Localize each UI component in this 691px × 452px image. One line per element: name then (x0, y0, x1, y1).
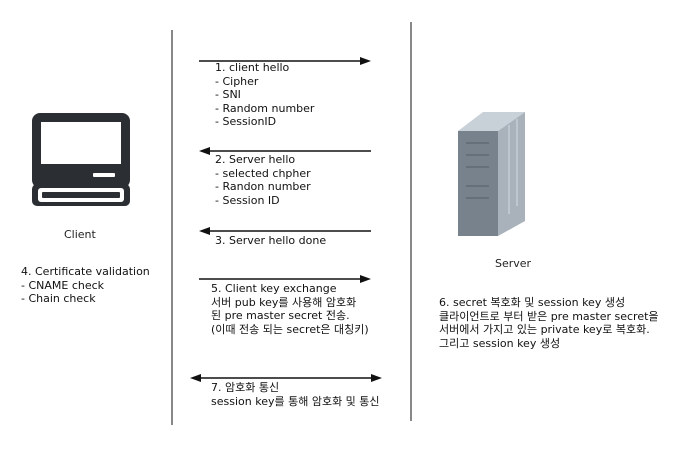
client-computer-icon (32, 113, 130, 206)
message-client-hello-text: 1. client hello - Cipher - SNI - Random … (215, 61, 315, 128)
message-arrow-client-key-exchange (199, 275, 371, 283)
message-server-hello-done-text: 3. Server hello done (215, 234, 327, 247)
server-secret-session-key-note: 6. secret 복호화 및 session key 생성 클라이언트로 부터… (439, 296, 659, 350)
message-arrow-server-hello (199, 147, 371, 155)
server-label: Server (495, 257, 532, 270)
message-client-key-exchange-text: 5. Client key exchange 서버 pub key를 사용해 암… (211, 282, 369, 336)
message-encrypted-communication-text: 7. 암호화 통신 session key를 통해 암호화 및 통신 (211, 381, 380, 408)
message-server-hello-text: 2. Server hello - selected chpher - Rand… (215, 153, 311, 207)
message-arrow-server-hello-done (199, 227, 371, 235)
client-certificate-validation-note: 4. Certificate validation - CNAME check … (21, 265, 150, 305)
message-arrow-encrypted-communication (190, 374, 382, 382)
message-arrow-client-hello (199, 57, 371, 65)
client-label: Client (64, 228, 96, 241)
server-tower-icon (458, 112, 525, 236)
